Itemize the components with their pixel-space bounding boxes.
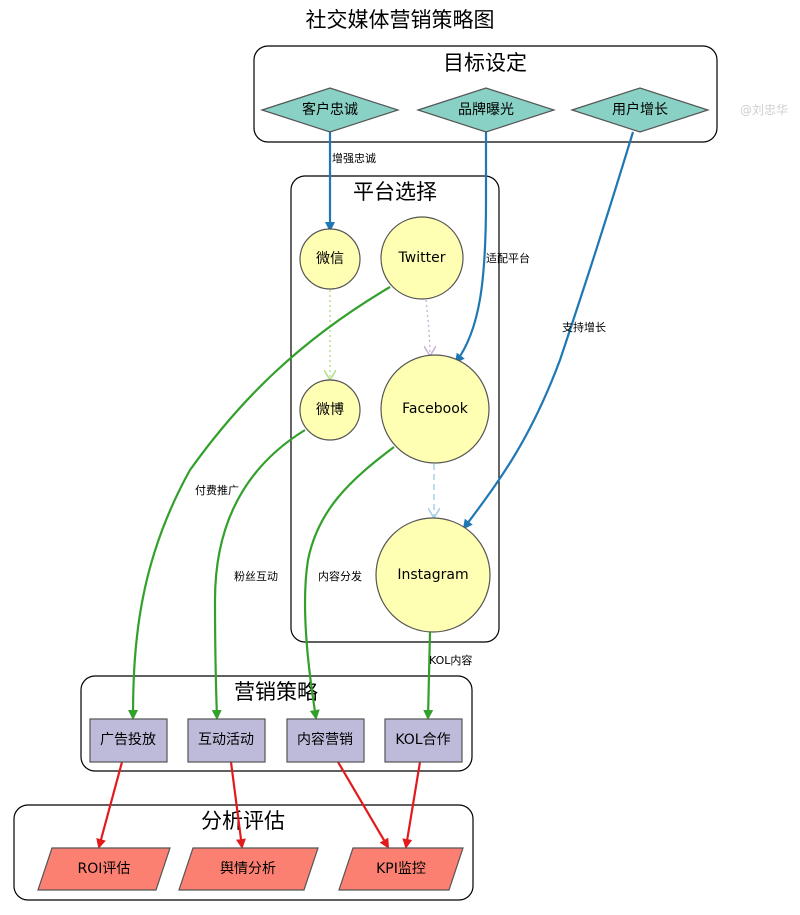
cluster-analysis-title: 分析评估 (201, 809, 285, 833)
edge-kol-kpi (402, 761, 422, 849)
edge-weibo-events: 粉丝互动 (211, 429, 306, 720)
diagram-title: 社交媒体营销策略图 (306, 8, 495, 32)
edge-facebook-content: 内容分发 (303, 446, 395, 720)
node-strategy-content-label: 内容营销 (297, 731, 353, 748)
node-platform-facebook: Facebook (380, 354, 490, 464)
cluster-platforms-title: 平台选择 (353, 180, 437, 204)
edge-growth-instagram: 支持增长 (462, 131, 635, 530)
node-analysis-roi-label: ROI评估 (78, 861, 131, 877)
node-platform-facebook-label: Facebook (402, 401, 469, 417)
node-platform-instagram: Instagram (375, 517, 491, 633)
edge-brand-facebook: 适配平台 (454, 132, 530, 364)
edge-ads-roi (96, 761, 124, 849)
node-goal-growth-label: 用户增长 (612, 101, 668, 118)
edge-content-kpi (337, 761, 390, 849)
edge-label-growth-instagram: 支持增长 (562, 320, 606, 334)
node-strategy-kol-label: KOL合作 (395, 732, 450, 748)
node-analysis-roi: ROI评估 (37, 847, 171, 891)
node-goal-loyalty: 客户忠诚 (260, 87, 400, 133)
cluster-strategies: 营销策略 (80, 675, 473, 772)
node-platform-weibo-label: 微博 (316, 401, 344, 418)
node-goal-brand-label: 品牌曝光 (458, 101, 514, 118)
watermark: @刘忠华 (740, 103, 788, 117)
node-analysis-kpi-label: KPI监控 (376, 861, 426, 877)
edge-label-instagram-kol: KOL内容 (429, 653, 472, 667)
node-platform-instagram-label: Instagram (397, 567, 468, 583)
edge-label-brand-facebook: 适配平台 (486, 251, 530, 265)
node-strategy-kol: KOL合作 (384, 718, 463, 763)
edge-twitter-ads: 付费推广 (128, 286, 391, 720)
edge-instagram-kol: KOL内容 (423, 631, 472, 720)
node-platform-wechat: 微信 (299, 228, 361, 290)
node-strategy-ads-label: 广告投放 (100, 732, 156, 748)
node-platform-twitter-label: Twitter (398, 250, 446, 266)
node-strategy-content: 内容营销 (286, 718, 365, 763)
node-platform-weibo: 微博 (299, 379, 361, 441)
edge-events-sentiment (229, 761, 246, 849)
node-goal-loyalty-label: 客户忠诚 (302, 101, 358, 118)
node-analysis-kpi: KPI监控 (338, 847, 464, 891)
node-strategy-events: 互动活动 (187, 718, 266, 763)
edge-twitter-facebook (426, 299, 430, 356)
node-strategy-events-label: 互动活动 (198, 732, 254, 748)
edge-loyalty-wechat: 增强忠诚 (325, 132, 376, 232)
edge-label-facebook-content: 内容分发 (318, 569, 362, 583)
node-goal-brand: 品牌曝光 (416, 87, 556, 133)
node-platform-twitter: Twitter (380, 216, 464, 300)
node-analysis-sentiment: 舆情分析 (178, 847, 319, 891)
edge-label-weibo-events: 粉丝互动 (234, 570, 278, 583)
node-strategy-ads: 广告投放 (89, 718, 168, 763)
edge-label-loyalty-wechat: 增强忠诚 (332, 151, 376, 165)
node-goal-growth: 用户增长 (570, 87, 710, 133)
node-analysis-sentiment-label: 舆情分析 (220, 861, 276, 877)
node-platform-wechat-label: 微信 (316, 251, 344, 267)
cluster-goals-title: 目标设定 (443, 51, 527, 75)
cluster-strategies-title: 营销策略 (234, 680, 318, 704)
edge-label-twitter-ads: 付费推广 (195, 483, 239, 497)
